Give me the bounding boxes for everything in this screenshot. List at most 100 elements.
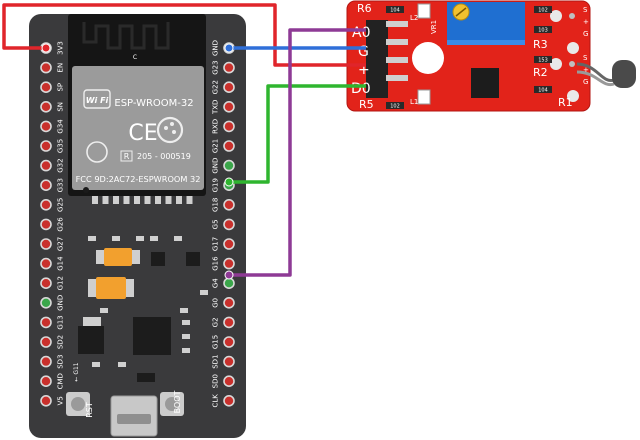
sensor-resistor — [534, 86, 552, 93]
label-vr1: VR1 — [430, 20, 438, 34]
left-pin-label: SN — [57, 102, 65, 112]
left-pin-g25 — [40, 199, 52, 211]
status-led — [417, 3, 431, 19]
capacitor-1 — [104, 248, 132, 266]
wroom-module: C Wi Fi ESP-WROOM-32 CE R 205 - 000519 F… — [68, 14, 206, 204]
label-plus-bot: + — [583, 66, 589, 74]
right-pin-clk — [223, 394, 235, 407]
right-pin-g18 — [223, 199, 235, 211]
label-r3: R3 — [533, 38, 548, 51]
label-g: G — [358, 44, 369, 60]
right-pin-label: G4 — [212, 278, 220, 288]
smd-passive — [88, 236, 96, 241]
status-led — [417, 89, 431, 105]
smd-passive — [174, 236, 182, 241]
usb-uart-chip — [133, 317, 171, 355]
right-pin-label: SD0 — [212, 374, 220, 388]
castellation-pad — [113, 196, 119, 204]
ce-mark: CE — [128, 121, 157, 146]
label-plus-top: + — [583, 18, 589, 26]
left-pin-g32 — [40, 159, 52, 172]
right-pin-label: G16 — [212, 256, 220, 271]
left-pin-g26 — [40, 218, 52, 231]
sensor-resistor — [534, 26, 552, 33]
wire-end-gnd — [224, 43, 234, 53]
sensor-header — [366, 20, 388, 98]
left-header: 3V3ENSPSNG34G35G32G33G25G26G27G14G12GNDG… — [40, 41, 65, 407]
right-pin-g0 — [223, 296, 235, 309]
left-pin-label: SD2 — [57, 335, 65, 349]
left-pin-sp — [40, 81, 52, 93]
mount-hole — [412, 42, 444, 74]
antenna-trace — [82, 22, 170, 50]
label-d0: D0 — [351, 81, 371, 97]
castellation-pad — [102, 196, 109, 204]
right-pin-g23 — [223, 61, 235, 74]
wire-g19-to-d0 — [229, 84, 366, 184]
wire-g4-to-a0 — [229, 28, 366, 277]
board-components: RST BOOT ← G11 — [66, 236, 208, 437]
header-pin — [386, 39, 408, 45]
esp-logo-icon — [156, 116, 184, 144]
right-pin-label: G0 — [212, 298, 220, 308]
r-number: 205 - 000519 — [137, 152, 191, 161]
label-r1: R1 — [558, 96, 573, 109]
right-pin-label: GND — [212, 40, 220, 56]
left-pin-g27 — [40, 238, 52, 250]
label-r5: R5 — [359, 98, 374, 111]
right-pin-label: G21 — [212, 139, 220, 153]
right-pin-label: G22 — [212, 80, 220, 94]
left-pin-label: G27 — [57, 237, 65, 251]
right-pin-label: G19 — [212, 178, 220, 192]
r-mark: R — [124, 152, 130, 161]
boot-label: BOOT — [173, 390, 182, 413]
header-pin — [386, 21, 408, 27]
right-pin-sd1 — [223, 355, 235, 368]
left-pin-label: 3V3 — [57, 41, 65, 55]
smd-passive — [182, 320, 190, 325]
label-plus: + — [358, 62, 370, 78]
right-pin-g4 — [223, 277, 235, 290]
right-pin-txd — [223, 101, 235, 113]
module-castellations — [92, 196, 193, 204]
left-pin-g35 — [40, 140, 52, 152]
left-pin-g13 — [40, 316, 52, 329]
header-pin — [386, 57, 408, 63]
smd-passive — [112, 236, 120, 241]
right-pin-label: G2 — [212, 317, 220, 327]
left-pin-sd3 — [40, 355, 52, 368]
wires — [2, 3, 366, 280]
left-pin-label: G32 — [57, 158, 65, 172]
castellation-pad — [92, 196, 98, 204]
left-pin-label: G26 — [57, 217, 65, 232]
right-pin-g16 — [223, 257, 235, 270]
resistor-code: 103 — [538, 28, 548, 34]
castellation-pad — [165, 196, 172, 204]
castellation-pad — [123, 196, 130, 204]
module-name: ESP-WROOM-32 — [114, 98, 193, 109]
right-pin-g22 — [223, 81, 235, 93]
smd-passive — [200, 290, 208, 295]
left-pin-label: G25 — [57, 198, 65, 212]
capacitor-2 — [96, 277, 126, 299]
right-pin-g15 — [223, 336, 235, 348]
header-pin — [386, 75, 408, 81]
label-r6: R6 — [357, 2, 372, 15]
label-a0: A0 — [352, 25, 370, 41]
left-pin-label: G35 — [57, 139, 65, 153]
right-pin-label: G5 — [212, 219, 220, 229]
resistor-code: 153 — [538, 58, 548, 64]
wifi-label: Wi Fi — [86, 96, 109, 105]
label-g-top: G — [583, 30, 588, 38]
left-pin-label: EN — [57, 63, 65, 73]
transistor-1 — [151, 252, 165, 266]
hall-sensor-element — [612, 60, 636, 88]
right-pin-sd0 — [223, 375, 235, 388]
right-pin-label: G17 — [212, 237, 220, 251]
left-pin-label: G14 — [57, 256, 65, 271]
label-r2: R2 — [533, 66, 548, 79]
left-pin-label: G34 — [56, 119, 64, 134]
label-s-bot: S — [583, 54, 588, 62]
sensor-resistor — [534, 6, 552, 13]
